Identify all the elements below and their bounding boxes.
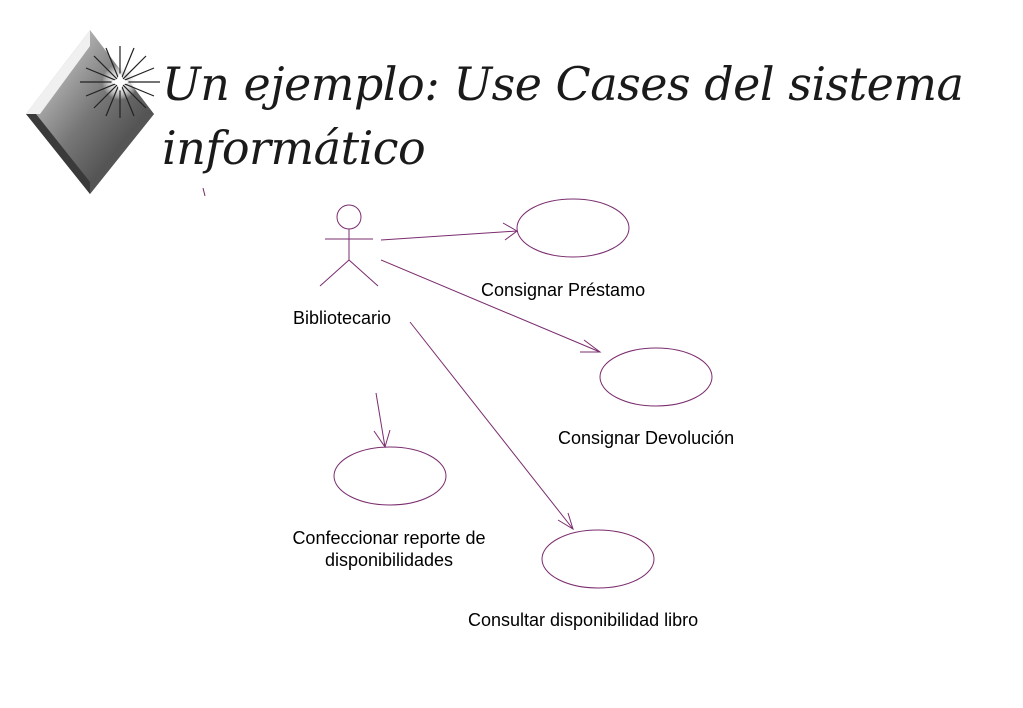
use-case-label-line-2: disponibilidades: [324, 550, 454, 570]
use-case-label-confeccionar-reporte: Confeccionar reporte de disponibilidades: [279, 527, 499, 571]
actor-figure-icon: [319, 204, 379, 287]
association-arrow-consultar: [409, 321, 574, 531]
use-case-label-consignar-prestamo: Consignar Préstamo: [481, 280, 646, 300]
stray-tick-mark: [202, 187, 206, 197]
association-arrow-devolucion: [380, 259, 602, 353]
association-arrow-prestamo: [380, 222, 518, 241]
actor-label: Bibliotecario: [293, 308, 392, 328]
use-case-ellipse-consignar-prestamo[interactable]: [516, 198, 630, 258]
use-case-label-consignar-devolucion: Consignar Devolución: [558, 428, 735, 448]
use-case-ellipse-confeccionar-reporte[interactable]: [333, 446, 447, 506]
use-case-ellipse-consignar-devolucion[interactable]: [599, 347, 713, 407]
use-case-label-line-1: Confeccionar reporte de: [292, 528, 486, 548]
association-arrow-reporte: [373, 392, 391, 449]
slide-title: Un ejemplo: Use Cases del sistema inform…: [162, 57, 964, 175]
use-case-ellipse-consultar-disponibilidad[interactable]: [541, 529, 655, 589]
diamond-star-logo-icon: [26, 30, 160, 194]
use-case-label-consultar-disponibilidad: Consultar disponibilidad libro: [468, 610, 699, 630]
